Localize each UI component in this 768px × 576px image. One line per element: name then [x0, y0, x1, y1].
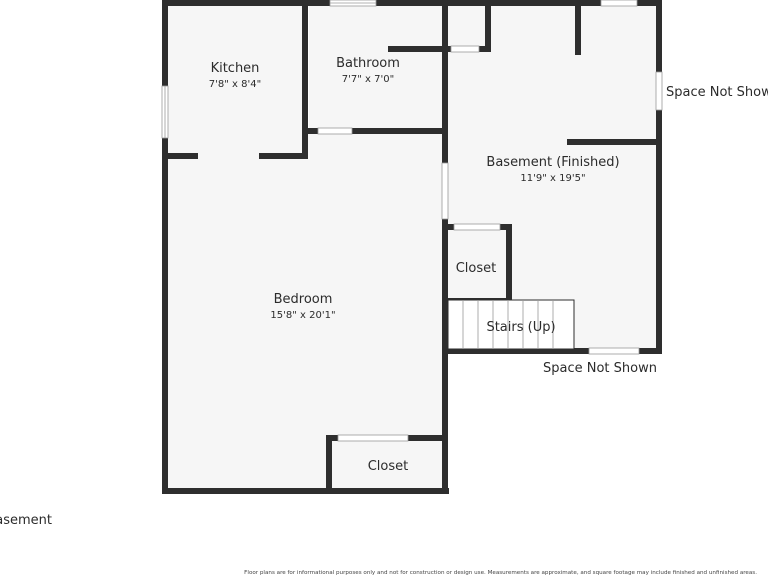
basement-floor	[448, 5, 657, 349]
closet-upper-name: Closet	[456, 261, 497, 276]
bathroom-floor	[309, 5, 444, 131]
door-closet-lower	[337, 434, 409, 442]
bedroom-floor	[167, 133, 444, 489]
space-not-shown-right: Space Not Shown	[666, 85, 768, 100]
floor-fills	[167, 5, 657, 489]
kitchen-dims: 7'8" x 8'4"	[209, 79, 261, 90]
walls	[162, 0, 662, 494]
openings	[161, 0, 663, 442]
bathroom-name: Bathroom	[336, 56, 400, 71]
door-stairs-bottom	[588, 347, 640, 355]
stairs-name: Stairs (Up)	[486, 320, 555, 335]
window-right-basement	[655, 71, 663, 111]
door-closet-upper	[453, 223, 501, 231]
wall-stairs-bottom	[444, 348, 662, 354]
outside-labels: Space Not Shown Space Not Shown Basement	[0, 85, 768, 528]
stairs	[447, 299, 575, 350]
wall-kitchen-bottom-right	[259, 153, 308, 159]
wall-basement-stub	[575, 0, 581, 55]
bedroom-name: Bedroom	[274, 292, 333, 307]
wall-nook-right	[485, 0, 491, 52]
wall-bath-stub	[388, 46, 448, 52]
window-top-basement	[600, 0, 638, 7]
door-nook	[450, 45, 480, 53]
wall-bath-bottom	[302, 128, 448, 134]
wall-right	[656, 0, 662, 354]
door-bedroom-basement	[441, 162, 449, 220]
wall-basement-partial	[567, 139, 662, 145]
room-labels: Kitchen 7'8" x 8'4" Bathroom 7'7" x 7'0"…	[209, 56, 620, 474]
wall-kitchen-bottom-left	[162, 153, 198, 159]
floor-level-label: Basement	[0, 513, 52, 528]
door-bathroom	[317, 127, 353, 135]
space-not-shown-bottom: Space Not Shown	[543, 361, 657, 376]
wall-center-vertical	[442, 0, 448, 494]
wall-bottom	[162, 488, 449, 494]
wall-top	[162, 0, 662, 6]
disclaimer-text: Floor plans are for informational purpos…	[244, 570, 757, 576]
wall-left	[162, 0, 168, 494]
closet-lower-name: Closet	[368, 459, 409, 474]
bathroom-dims: 7'7" x 7'0"	[342, 74, 394, 85]
basement-name: Basement (Finished)	[486, 155, 619, 170]
basement-dims: 11'9" x 19'5"	[520, 173, 585, 184]
wall-kitchen-bath	[302, 0, 308, 159]
wall-closet-right	[506, 224, 512, 304]
kitchen-floor	[167, 5, 304, 155]
kitchen-name: Kitchen	[211, 61, 260, 76]
bedroom-dims: 15'8" x 20'1"	[270, 310, 335, 321]
wall-lower-closet-left	[326, 435, 332, 494]
